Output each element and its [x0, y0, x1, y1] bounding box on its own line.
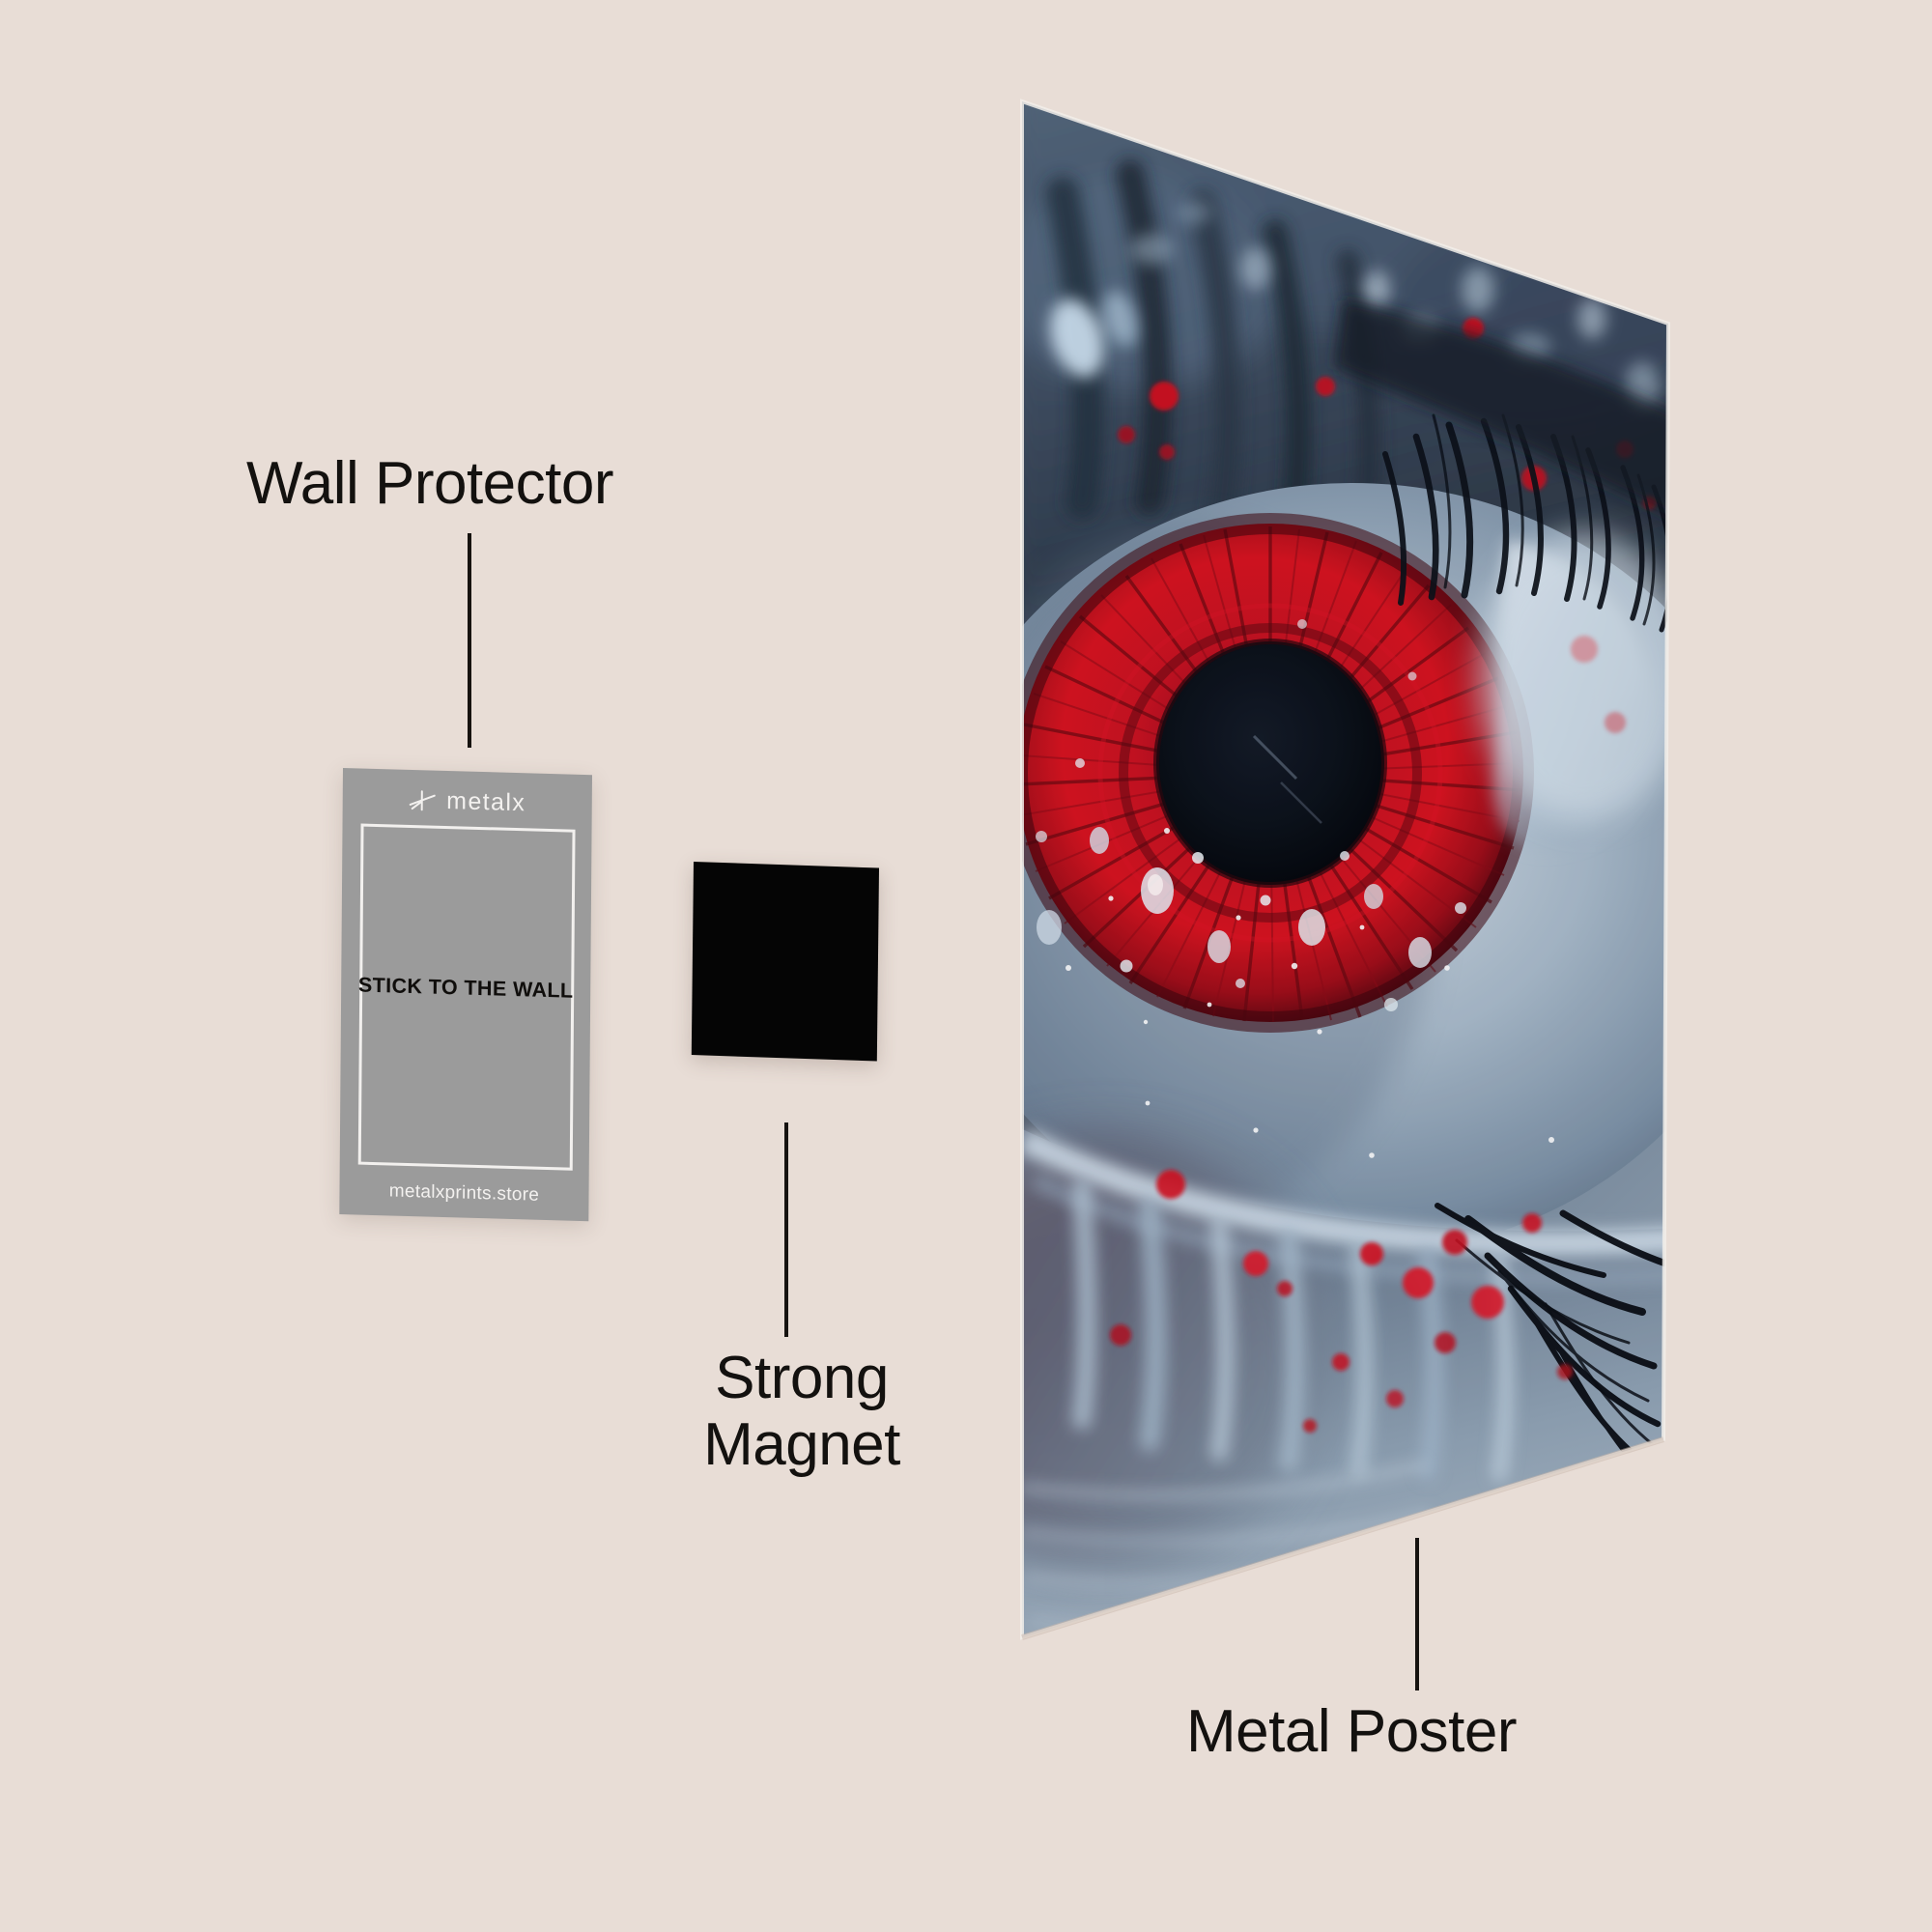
brand-name: metalx	[446, 787, 526, 817]
wall-protector-store-url: metalxprints.store	[388, 1180, 540, 1206]
metalx-cross-mark-icon	[410, 789, 437, 810]
wall-protector-logo: metalx	[343, 784, 592, 819]
label-wall-protector: Wall Protector	[246, 450, 614, 517]
label-metal-poster: Metal Poster	[1186, 1698, 1518, 1765]
wall-protector-card: metalx STICK TO THE WALL metalxprints.st…	[339, 768, 592, 1222]
label-strong-magnet: Strong Magnet	[703, 1345, 900, 1479]
leader-line-metal-poster	[1415, 1538, 1419, 1690]
strong-magnet-square	[691, 862, 879, 1062]
leader-line-wall-protector	[468, 533, 471, 748]
poster-edge	[1020, 99, 1671, 1640]
leader-line-strong-magnet	[784, 1122, 788, 1337]
